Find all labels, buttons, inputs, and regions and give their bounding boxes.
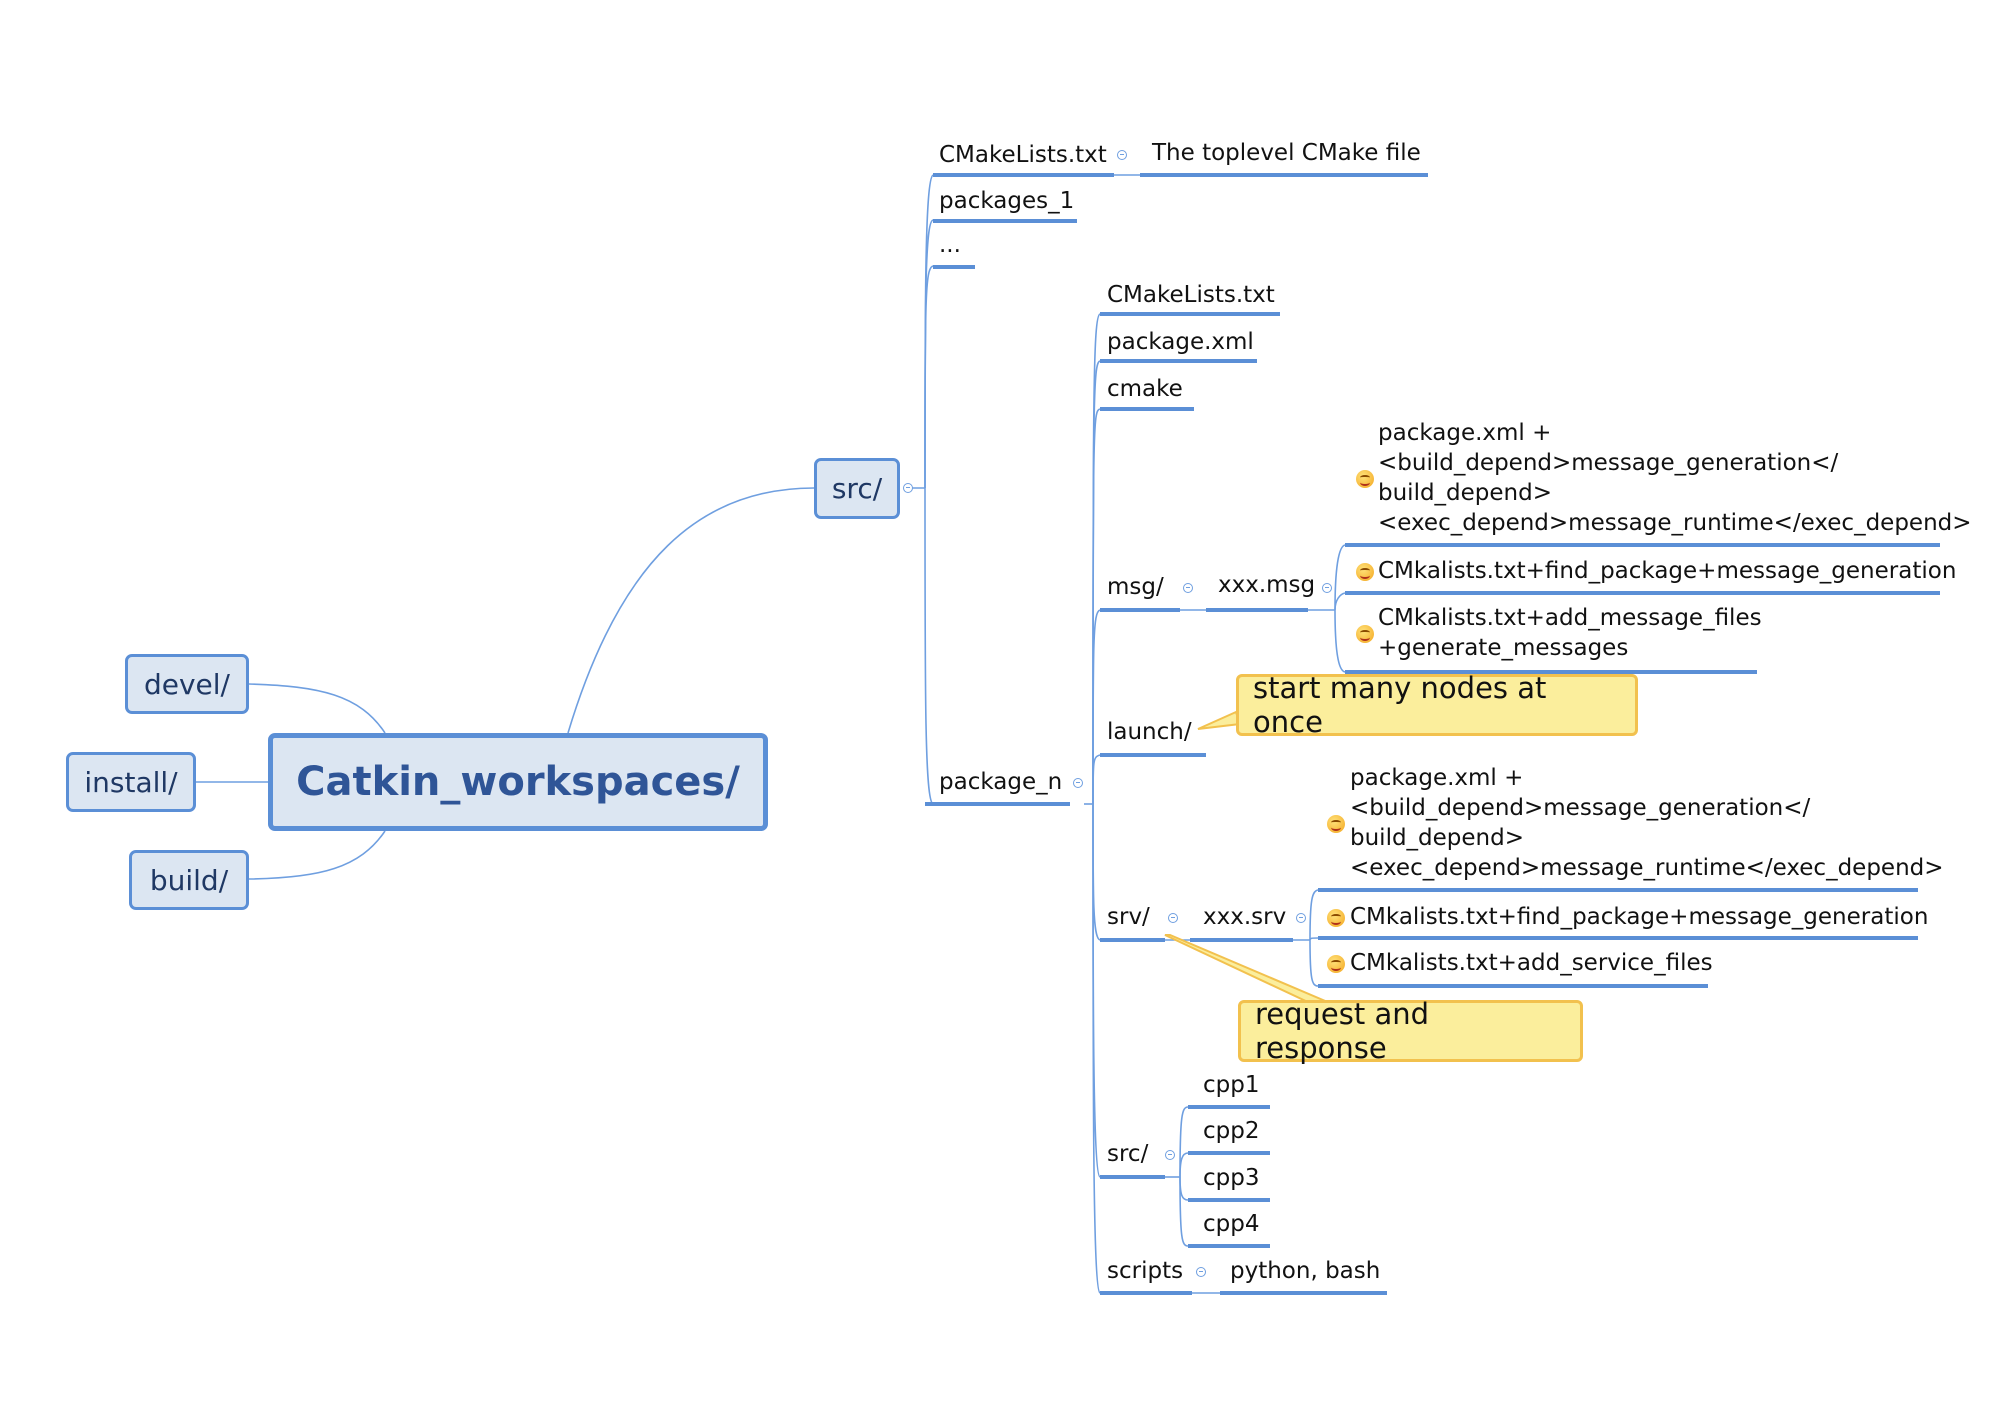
- underline: [933, 173, 1114, 177]
- callout-launch-text: start many nodes at once: [1253, 671, 1547, 739]
- callout-launch: start many nodes at once: [1236, 671, 1638, 739]
- root-label: Catkin_workspaces/: [296, 759, 740, 805]
- underline: [1345, 670, 1757, 674]
- node-build-label: build/: [149, 863, 229, 897]
- node-toplevel-cmakelists[interactable]: CMakeLists.txt: [939, 142, 1107, 168]
- node-cpp2[interactable]: cpp2: [1203, 1118, 1260, 1144]
- msg-step-package-xml[interactable]: package.xml + <build_depend>message_gene…: [1378, 420, 1972, 536]
- node-srv[interactable]: srv/: [1107, 904, 1150, 930]
- underline: [1190, 938, 1293, 942]
- smiley-icon: [1356, 470, 1374, 488]
- underline: [1188, 1198, 1270, 1202]
- collapse-xxx-srv-icon[interactable]: [1296, 913, 1306, 923]
- node-pkg-cmakelists[interactable]: CMakeLists.txt: [1107, 282, 1275, 308]
- note-python-bash[interactable]: python, bash: [1230, 1258, 1381, 1284]
- collapse-scripts-icon[interactable]: [1196, 1267, 1206, 1277]
- underline: [925, 802, 1070, 806]
- underline: [1188, 1244, 1270, 1248]
- node-build[interactable]: build/: [129, 850, 249, 910]
- node-msg[interactable]: msg/: [1107, 574, 1164, 600]
- underline: [1100, 608, 1180, 612]
- node-cpp4[interactable]: cpp4: [1203, 1211, 1260, 1237]
- msg-step-add-message-files[interactable]: CMkalists.txt+add_message_files +generat…: [1378, 605, 1762, 661]
- callout-srv: request and response: [1238, 997, 1583, 1065]
- underline: [1100, 359, 1257, 363]
- node-src-label: src/: [831, 472, 883, 505]
- callout-srv-text: request and response: [1255, 997, 1430, 1065]
- collapse-msg-icon[interactable]: [1183, 583, 1193, 593]
- node-inner-src[interactable]: src/: [1107, 1141, 1149, 1167]
- collapse-inner-src-icon[interactable]: [1165, 1150, 1175, 1160]
- srv-step-add-service-files[interactable]: CMkalists.txt+add_service_files: [1350, 950, 1713, 976]
- underline: [1100, 407, 1194, 411]
- node-ellipsis[interactable]: ...: [939, 232, 961, 258]
- smiley-icon: [1327, 909, 1345, 927]
- node-cpp1[interactable]: cpp1: [1203, 1072, 1260, 1098]
- underline: [1220, 1291, 1387, 1295]
- node-devel[interactable]: devel/: [125, 654, 249, 714]
- node-devel-label: devel/: [143, 667, 230, 701]
- underline: [1100, 1291, 1192, 1295]
- smiley-icon: [1327, 955, 1345, 973]
- underline: [1100, 312, 1280, 316]
- smiley-icon: [1327, 815, 1345, 833]
- msg-step-find-package[interactable]: CMkalists.txt+find_package+message_gener…: [1378, 558, 1957, 584]
- underline: [1188, 1151, 1270, 1155]
- underline: [1100, 1175, 1165, 1179]
- node-install[interactable]: install/: [66, 752, 196, 812]
- underline: [1140, 173, 1428, 177]
- underline: [1345, 543, 1940, 547]
- underline: [933, 265, 975, 269]
- note-toplevel-cmake[interactable]: The toplevel CMake file: [1152, 140, 1421, 166]
- node-pkg-package-xml[interactable]: package.xml: [1107, 329, 1254, 355]
- node-src[interactable]: src/: [814, 458, 900, 519]
- underline: [1206, 608, 1308, 612]
- node-packages-1[interactable]: packages_1: [939, 188, 1075, 214]
- node-scripts[interactable]: scripts: [1107, 1258, 1184, 1284]
- underline: [1345, 591, 1940, 595]
- underline: [1188, 1105, 1270, 1109]
- underline: [1100, 938, 1165, 942]
- underline: [1318, 888, 1918, 892]
- node-pkg-cmake[interactable]: cmake: [1107, 376, 1183, 402]
- node-launch[interactable]: launch/: [1107, 719, 1192, 745]
- underline: [1318, 984, 1708, 988]
- link-root-devel: [248, 683, 386, 734]
- link-root-build: [248, 830, 386, 880]
- link-root-src: [567, 487, 815, 734]
- collapse-srv-icon[interactable]: [1168, 913, 1178, 923]
- node-install-label: install/: [84, 765, 178, 799]
- callout-pointer-launch: [1197, 710, 1242, 730]
- smiley-icon: [1356, 625, 1374, 643]
- collapse-src-icon[interactable]: [903, 483, 913, 493]
- callout-pointer-srv: [1164, 934, 1331, 1004]
- root-node[interactable]: Catkin_workspaces/: [268, 733, 768, 831]
- collapse-cmakelists-icon[interactable]: [1117, 150, 1127, 160]
- node-xxx-srv[interactable]: xxx.srv: [1203, 904, 1287, 930]
- underline: [1318, 936, 1918, 940]
- srv-step-find-package[interactable]: CMkalists.txt+find_package+message_gener…: [1350, 904, 1929, 930]
- srv-step-package-xml[interactable]: package.xml + <build_depend>message_gene…: [1350, 765, 1944, 881]
- node-package-n[interactable]: package_n: [939, 769, 1063, 795]
- node-xxx-msg[interactable]: xxx.msg: [1218, 572, 1316, 598]
- underline: [933, 219, 1077, 223]
- underline: [1100, 753, 1206, 757]
- smiley-icon: [1356, 563, 1374, 581]
- collapse-xxx-msg-icon[interactable]: [1322, 583, 1332, 593]
- node-cpp3[interactable]: cpp3: [1203, 1165, 1260, 1191]
- collapse-package-n-icon[interactable]: [1073, 778, 1083, 788]
